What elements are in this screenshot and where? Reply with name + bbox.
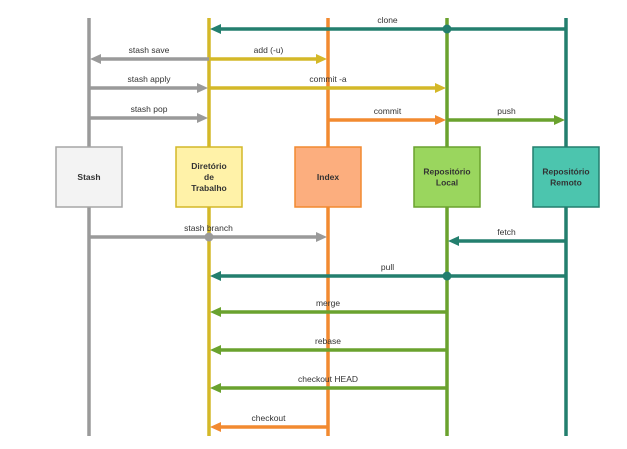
arrow-pull: pull [210,262,566,281]
command-arrows: clone stash save add (-u) stash apply commit… [89,15,566,432]
box-label: Repositório [423,167,470,177]
box-label: Remoto [550,178,582,188]
box-index: Index [294,146,362,208]
arrow-commit: commit [328,106,446,125]
box-label: Diretório [191,161,226,171]
arrow-label: stash pop [131,104,168,114]
arrow-head [435,115,446,125]
box-rect [175,146,243,208]
arrow-fetch: fetch [448,227,566,246]
arrow-stash-pop: stash pop [89,104,208,123]
arrow-label: checkout [251,413,286,423]
arrow-head [210,24,221,34]
arrow-head [210,271,221,281]
arrow-label: pull [381,262,394,272]
box-rect [532,146,600,208]
arrow-label: rebase [315,336,341,346]
arrow-label: stash branch [184,223,233,233]
arrow-label: fetch [497,227,516,237]
arrow-head [316,54,327,64]
box-rect [413,146,481,208]
arrow-head [210,307,221,317]
arrow-label: add (-u) [254,45,284,55]
box-label: Repositório [542,167,589,177]
arrow-merge: merge [210,298,447,317]
arrow-head [210,383,221,393]
arrow-checkout: checkout [210,413,328,432]
arrow-label: checkout HEAD [298,374,358,384]
junction-dot [442,24,452,34]
arrow-label: stash apply [128,74,172,84]
arrow-label: commit [374,106,402,116]
arrow-head [210,345,221,355]
arrow-checkout-head: checkout HEAD [210,374,447,393]
arrow-head [197,113,208,123]
arrow-head [197,83,208,93]
box-label: Local [436,178,458,188]
arrow-label: clone [377,15,398,25]
arrow-add-u: add (-u) [209,45,327,64]
arrow-push: push [447,106,565,125]
box-label: Stash [77,172,100,182]
arrow-head [435,83,446,93]
box-stash: Stash [55,146,123,208]
box-rect [55,146,123,208]
arrow-commit-a: commit -a [209,74,446,93]
arrow-rebase: rebase [210,336,447,355]
arrow-stash-apply: stash apply [89,74,208,93]
arrow-head [554,115,565,125]
arrow-label: push [497,106,516,116]
box-label: Trabalho [191,183,226,193]
junction-dot [204,232,214,242]
arrow-label: merge [316,298,340,308]
arrow-label: commit -a [309,74,347,84]
arrow-stash-branch: stash branch [89,223,327,242]
junction-dot [442,271,452,281]
arrow-head [210,422,221,432]
box-label: Index [317,172,339,182]
arrow-stash-save: stash save [90,45,209,64]
box-rect [294,146,362,208]
arrow-head [316,232,327,242]
arrow-head [448,236,459,246]
arrow-label: stash save [129,45,170,55]
arrow-clone: clone [210,15,566,34]
arrow-head [90,54,101,64]
box-label: de [204,172,214,182]
